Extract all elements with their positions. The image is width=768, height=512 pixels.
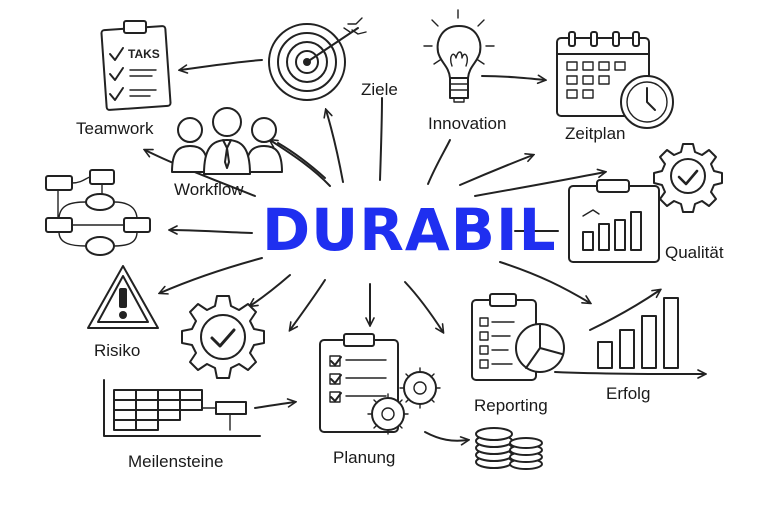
label-zeitplan: Zeitplan	[565, 124, 626, 143]
report-pie-chart-icon	[471, 293, 565, 381]
planning-clipboard-gears-icon	[319, 333, 441, 435]
arrow-to-diagram	[170, 230, 253, 233]
milestone-timeline-icon	[103, 379, 261, 437]
label-qualitaet: Qualität	[665, 243, 724, 262]
arrow-meilensteine-to-planung	[254, 402, 295, 409]
arrow-to-erfolg	[499, 261, 590, 303]
flowchart-icon	[45, 169, 151, 256]
arrow-to-meilensteine-gear	[250, 274, 291, 306]
label-planung: Planung	[333, 448, 396, 467]
quality-chart-gear-icon	[568, 143, 723, 263]
label-erfolg: Erfolg	[606, 384, 651, 403]
arrow-to-zeitplan-from-bulb	[481, 76, 545, 80]
gear-check-icon	[181, 295, 265, 379]
arrow-to-planung-left	[290, 279, 326, 330]
arrow-to-teamwork-from-ziele	[180, 59, 263, 70]
page-title: DURABIL	[262, 196, 557, 264]
label-innovation: Innovation	[428, 114, 507, 133]
taks-text: TAKS	[128, 47, 160, 61]
label-ziele: Ziele	[361, 80, 398, 99]
clipboard-checklist-icon: TAKS	[100, 20, 172, 111]
line-to-innovation-2	[427, 139, 451, 185]
arrow-to-ziele	[326, 110, 344, 183]
arrow-to-reporting	[404, 281, 443, 332]
growth-bar-chart-icon	[597, 297, 679, 369]
target-icon	[268, 17, 367, 101]
calendar-clock-icon	[556, 31, 674, 129]
arrow-to-qualitaet-top	[474, 172, 605, 197]
line-to-workflow	[277, 142, 326, 179]
line-to-innovation	[379, 97, 383, 181]
arrow-to-risiko	[160, 257, 263, 293]
arrow-to-zeitplan	[459, 155, 533, 186]
arrow-to-workflow-area	[270, 140, 331, 187]
label-risiko: Risiko	[94, 341, 141, 360]
label-workflow: Workflow	[174, 180, 244, 199]
arrow-planung-to-coins	[424, 431, 468, 441]
warning-triangle-icon	[87, 265, 159, 329]
label-teamwork: Teamwork	[76, 119, 154, 138]
arrow-erfolg-baseline	[554, 372, 705, 374]
label-reporting: Reporting	[474, 396, 548, 415]
lightbulb-icon	[423, 9, 495, 103]
label-meilensteine: Meilensteine	[128, 452, 224, 471]
coins-stack-icon	[475, 427, 543, 470]
arrow-erfolg-rise	[589, 290, 660, 331]
team-people-icon	[171, 107, 283, 175]
